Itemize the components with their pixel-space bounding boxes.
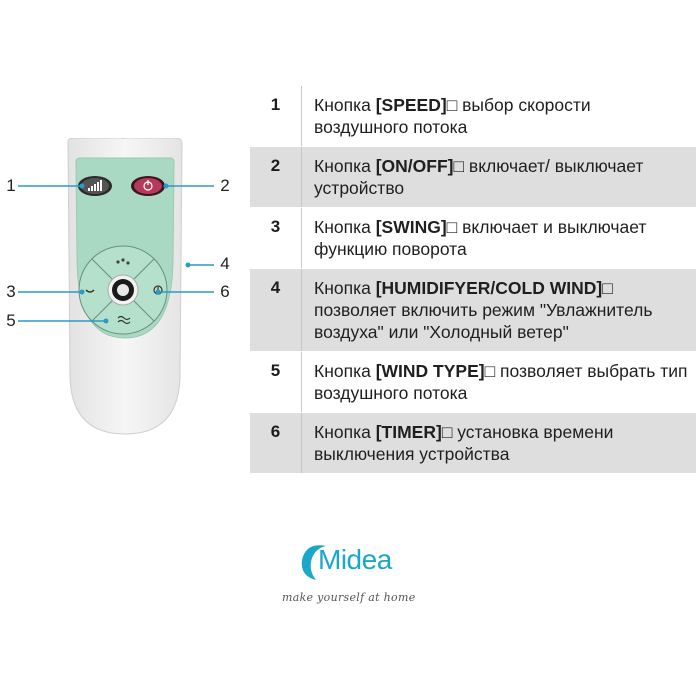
remote-illustration: 1 2 3 4 5 6 bbox=[0, 120, 250, 440]
remote-control-image bbox=[67, 138, 183, 435]
table-row: 1 Кнопка [SPEED]□ выбор скорости воздушн… bbox=[250, 86, 696, 147]
brand-name: Midea bbox=[318, 544, 392, 575]
row-number: 6 bbox=[250, 413, 302, 473]
wind-icon bbox=[117, 315, 131, 325]
row-number: 1 bbox=[250, 86, 302, 146]
callout-3: 3 bbox=[6, 282, 16, 301]
callout-4: 4 bbox=[220, 254, 230, 273]
table-row: 4 Кнопка [HUMIDIFYER/COLD WIND]□ позволя… bbox=[250, 269, 696, 352]
callout-6: 6 bbox=[220, 282, 230, 301]
swing-icon bbox=[85, 289, 95, 293]
table-row: 5 Кнопка [WIND TYPE]□ позволяет выбрать … bbox=[250, 352, 696, 413]
callout-2: 2 bbox=[220, 176, 230, 195]
midea-logo: Midea make yourself at home bbox=[282, 540, 450, 610]
row-number: 3 bbox=[250, 208, 302, 268]
table-row: 2 Кнопка [ON/OFF]□ включает/ выключает у… bbox=[250, 147, 696, 208]
row-number: 2 bbox=[250, 147, 302, 207]
row-number: 4 bbox=[250, 269, 302, 351]
table-row: 6 Кнопка [TIMER]□ установка времени выкл… bbox=[250, 413, 696, 474]
callout-1: 1 bbox=[6, 176, 16, 195]
row-description: Кнопка [WIND TYPE]□ позволяет выбрать ти… bbox=[314, 361, 688, 403]
brand-tagline: make yourself at home bbox=[282, 591, 416, 604]
row-description: Кнопка [SWING]□ включает и выключает фун… bbox=[314, 217, 647, 259]
midea-swoosh-icon bbox=[301, 545, 326, 580]
row-number: 5 bbox=[250, 352, 302, 412]
callout-5: 5 bbox=[6, 311, 16, 330]
row-description: Кнопка [HUMIDIFYER/COLD WIND]□ позволяет… bbox=[314, 278, 653, 342]
row-description: Кнопка [TIMER]□ установка времени выключ… bbox=[314, 422, 614, 464]
row-description: Кнопка [SPEED]□ выбор скорости воздушног… bbox=[314, 95, 591, 137]
button-description-table: 1 Кнопка [SPEED]□ выбор скорости воздушн… bbox=[250, 86, 696, 474]
table-row: 3 Кнопка [SWING]□ включает и выключает ф… bbox=[250, 208, 696, 269]
callout-lines bbox=[18, 183, 214, 324]
ir-led-icon bbox=[120, 138, 126, 139]
row-description: Кнопка [ON/OFF]□ включает/ выключает уст… bbox=[314, 156, 644, 198]
